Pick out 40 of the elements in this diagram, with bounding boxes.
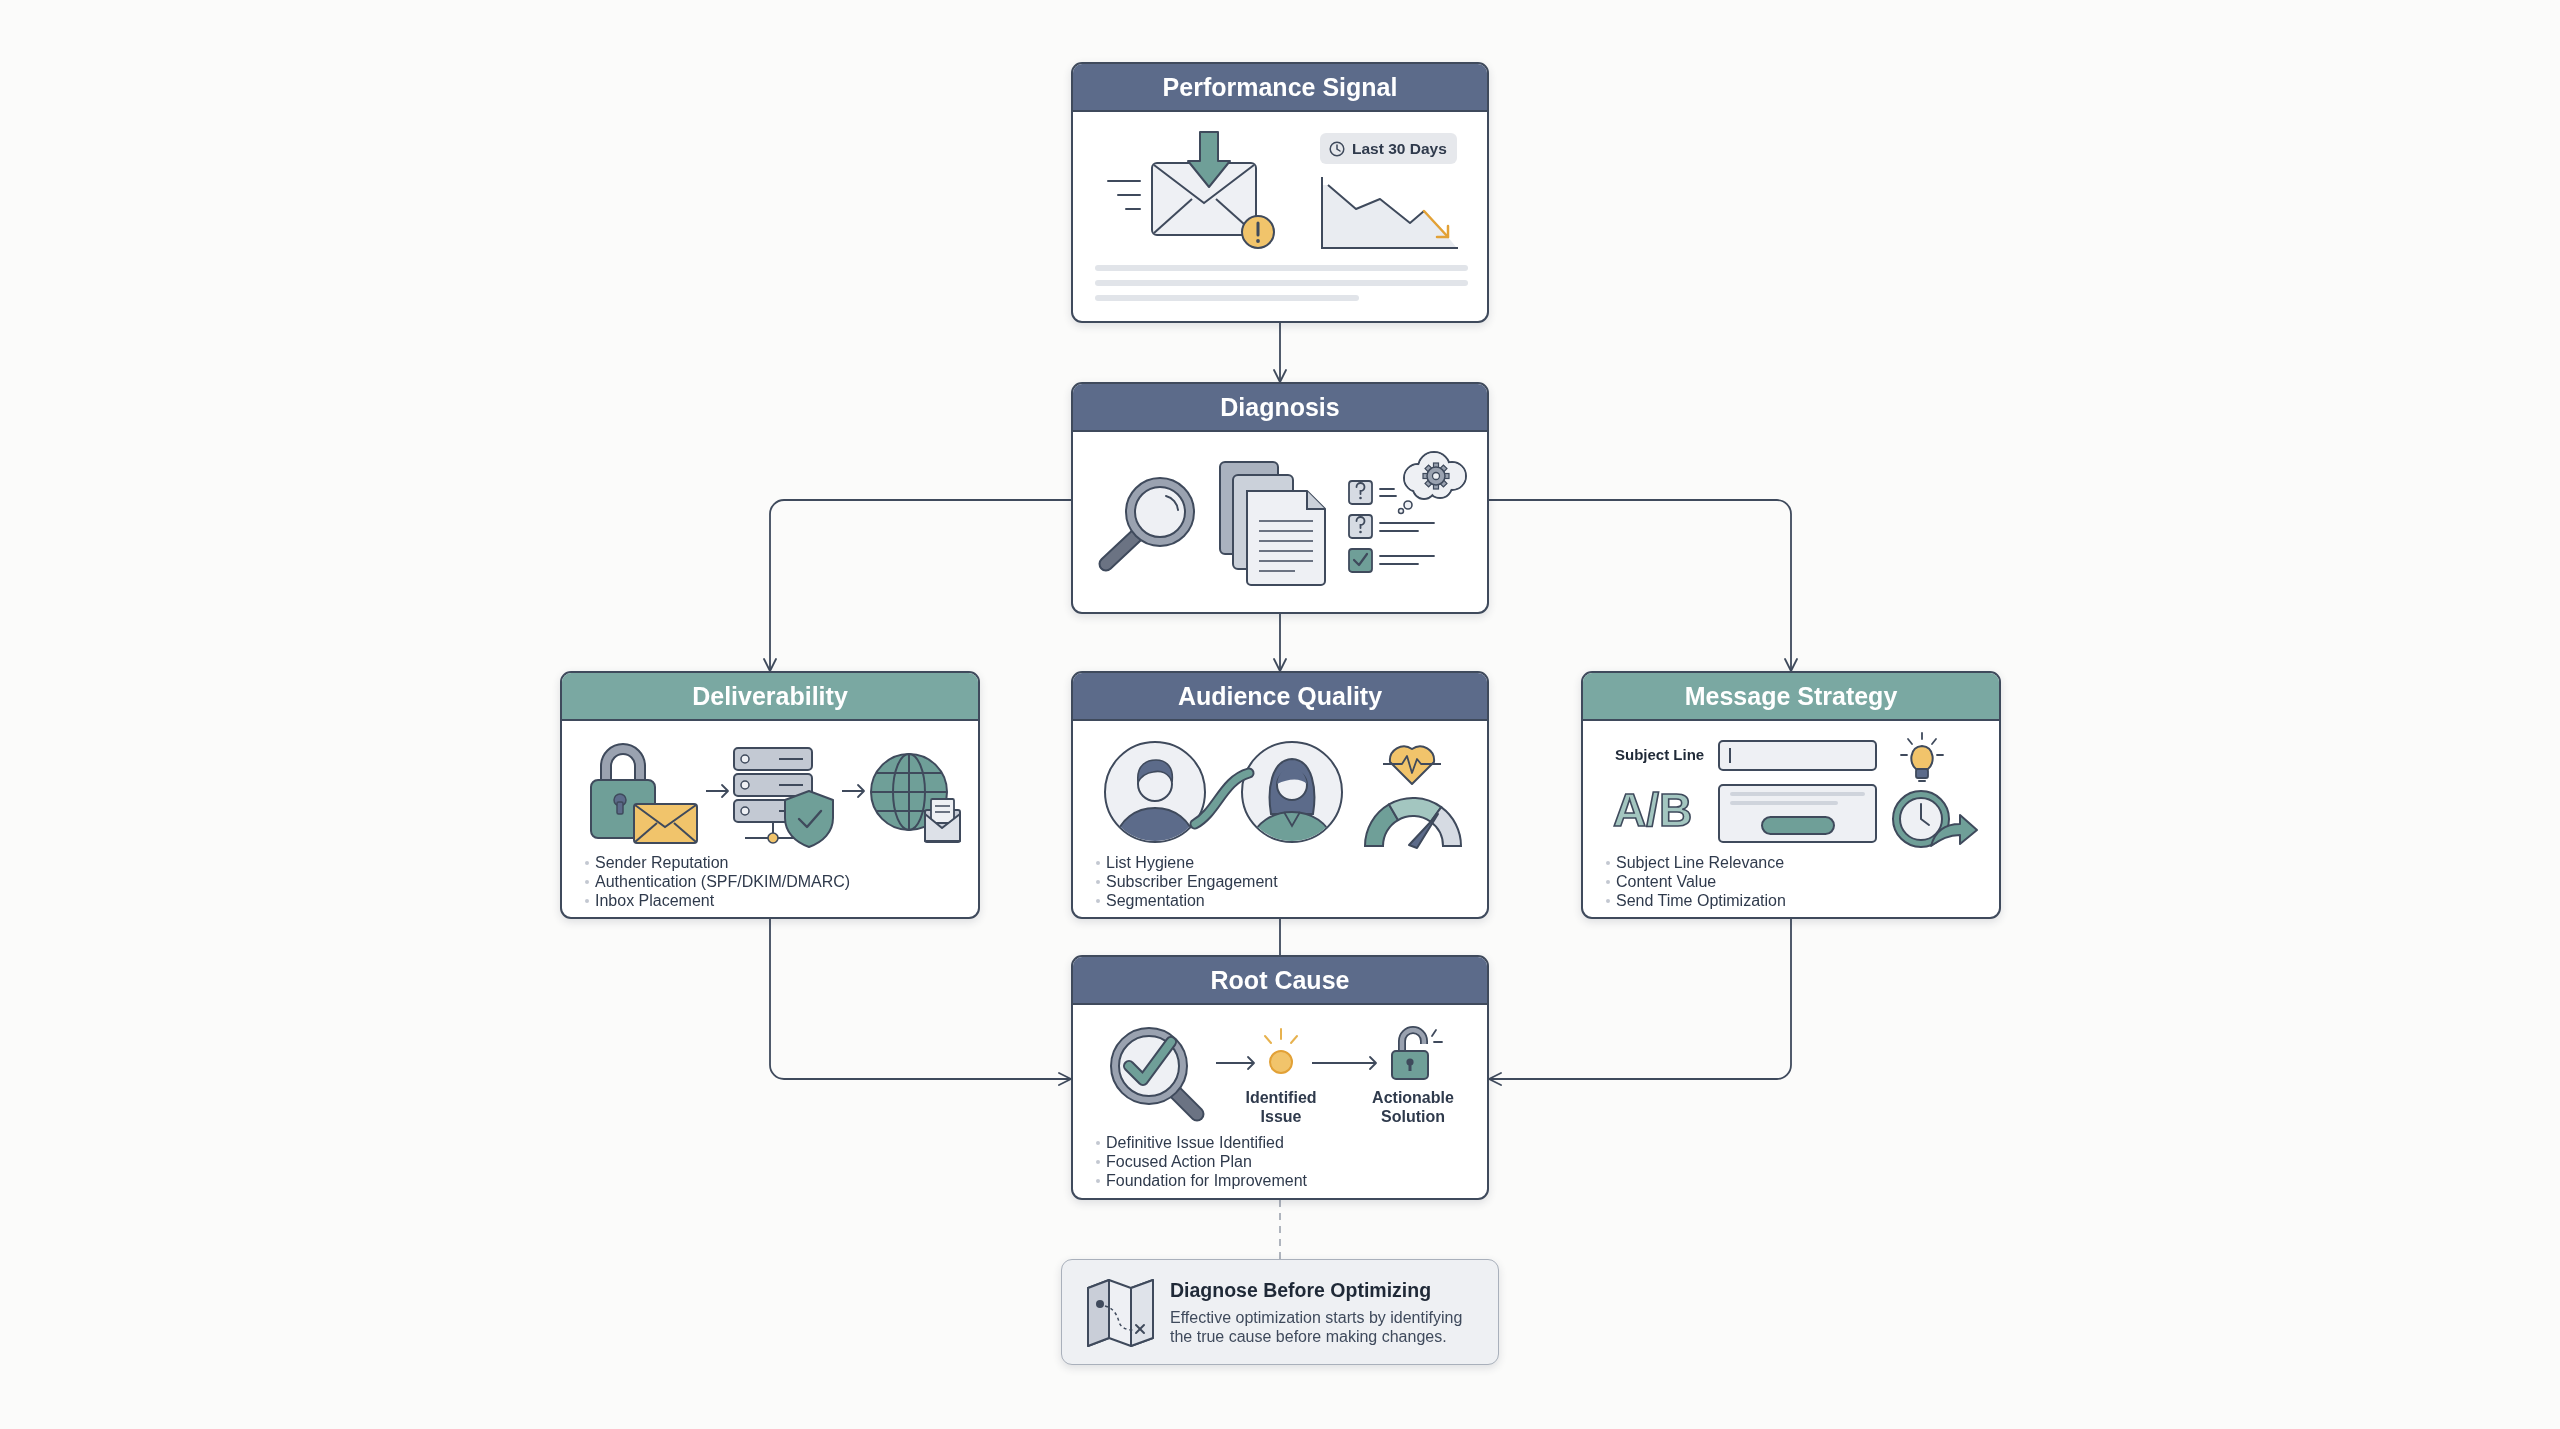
bullet-text: Segmentation [1106, 891, 1205, 910]
step-caption: Identified Issue [1244, 1088, 1318, 1126]
bullet-text: Content Value [1616, 872, 1717, 891]
arrow [769, 918, 1072, 1086]
bullet-text: Definitive Issue Identified [1106, 1133, 1284, 1152]
bullet-text: Foundation for Improvement [1106, 1171, 1307, 1190]
arrow [763, 499, 1072, 672]
card-title: Deliverability [692, 681, 848, 711]
process-card [1071, 382, 1489, 614]
process-card [1581, 671, 2001, 919]
card-title: Message Strategy [1684, 681, 1898, 711]
bullet-text: Subject Line Relevance [1616, 853, 1785, 872]
process-card [1071, 62, 1489, 323]
connector-line [1279, 918, 1281, 956]
process-card [1071, 955, 1489, 1200]
bullet-text: Subscriber Engagement [1106, 872, 1278, 891]
note-card [1061, 1259, 1499, 1365]
card-title: Root Cause [1210, 965, 1350, 995]
arrow [1273, 322, 1287, 383]
time-range-label: Last 30 Days [1352, 139, 1447, 158]
arrow [1273, 613, 1287, 672]
bullet-text: Inbox Placement [595, 891, 715, 910]
bullet-text: Sender Reputation [595, 853, 729, 872]
note-text: Effective optimization starts by identifying the true cause before making changes. [1170, 1308, 1464, 1346]
dashed-connector [1279, 1199, 1281, 1260]
card-title: Diagnosis [1220, 392, 1340, 422]
bullet-text: List Hygiene [1106, 853, 1195, 872]
process-card [560, 671, 980, 919]
arrow [1488, 499, 1798, 672]
step-caption: Actionable Solution [1371, 1088, 1455, 1126]
ab-test-label: A/B [1613, 785, 1693, 835]
card-title: Audience Quality [1177, 681, 1383, 711]
process-card [1071, 671, 1489, 919]
bullet-text: Send Time Optimization [1616, 891, 1786, 910]
bullet-text: Authentication (SPF/DKIM/DMARC) [595, 872, 851, 891]
note-title: Diagnose Before Optimizing [1170, 1278, 1432, 1302]
bullet-text: Focused Action Plan [1106, 1152, 1252, 1171]
card-title: Performance Signal [1162, 72, 1398, 102]
field-label: Subject Line [1615, 745, 1705, 765]
arrow [1488, 918, 1792, 1086]
